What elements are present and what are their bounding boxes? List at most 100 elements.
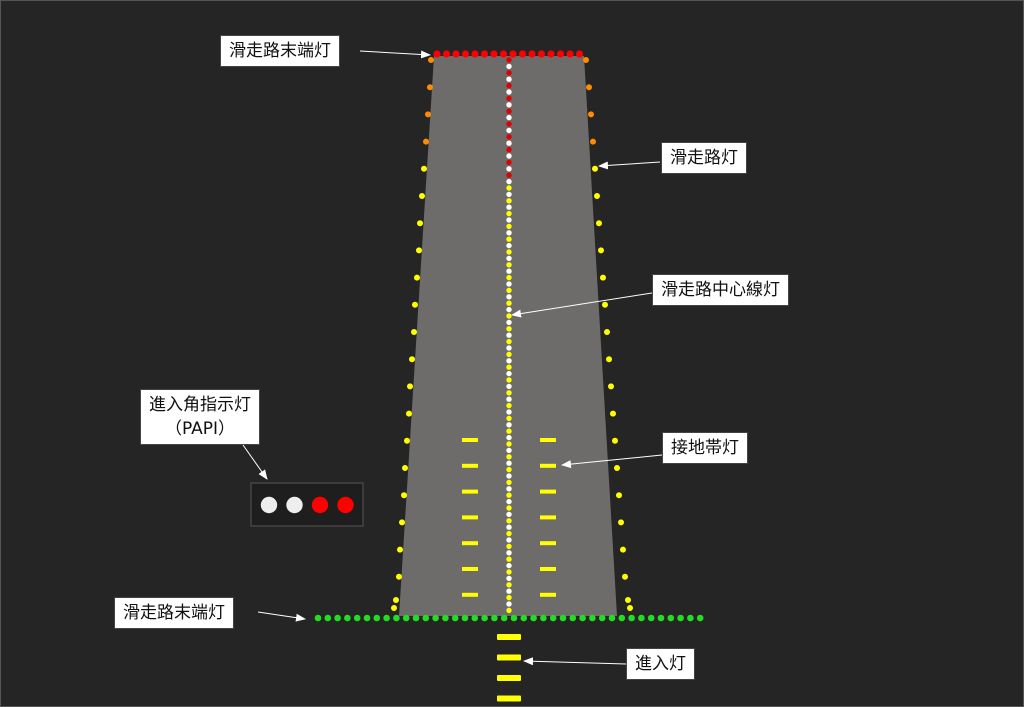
centerline-light [506, 82, 512, 89]
label-threshold-bottom: 滑走路末端灯 [114, 597, 234, 629]
threshold-light [500, 614, 508, 622]
papi-unit [250, 482, 364, 527]
runway-end-light [433, 50, 441, 58]
centerline-light [506, 210, 512, 217]
threshold-light [402, 614, 410, 622]
centerline-light [506, 230, 512, 236]
centerline-light [506, 287, 512, 294]
centerline-light [506, 377, 512, 383]
papi-light [337, 496, 354, 514]
threshold-light [461, 614, 469, 622]
runway-edge-light [396, 573, 402, 580]
threshold-light [412, 614, 420, 622]
touchdown-zone-bar [540, 515, 556, 520]
runway-edge-light [608, 383, 614, 390]
threshold-light [471, 614, 479, 622]
threshold-light [549, 614, 557, 622]
label-papi: 進入角指示灯 （PAPI） [140, 389, 260, 445]
label-papi-line2: （PAPI） [164, 419, 236, 439]
runway-edge-light [616, 492, 622, 499]
runway-edge-light [604, 329, 610, 335]
centerline-light [506, 351, 512, 358]
runway-edge-light [606, 356, 612, 363]
runway-edge-light [598, 247, 604, 254]
centerline-light [506, 326, 512, 332]
threshold-light [559, 614, 567, 622]
runway-edge-light [622, 573, 628, 580]
approach-light-bar [497, 654, 521, 661]
callout-arrow [598, 161, 661, 170]
touchdown-zone-bar [462, 489, 478, 494]
runway-edge-light [610, 410, 616, 417]
centerline-light [506, 178, 512, 185]
touchdown-zone-bar [462, 592, 478, 597]
centerline-light [506, 537, 512, 543]
approach-light-bar [497, 634, 521, 640]
threshold-light [687, 614, 694, 622]
runway-end-light [490, 50, 498, 58]
centerline-light [506, 588, 512, 594]
label-papi-line1: 進入角指示灯 [149, 395, 251, 415]
centerline-light [506, 383, 512, 390]
touchdown-zone-bar [540, 592, 556, 597]
label-centerline-lights: 滑走路中心線灯 [652, 274, 789, 306]
centerline-light [506, 556, 512, 562]
centerline-light [506, 498, 512, 505]
label-approach-lights: 進入灯 [626, 648, 695, 680]
threshold-light [324, 614, 332, 622]
threshold-light [589, 614, 596, 622]
centerline-light [506, 76, 512, 82]
threshold-light [334, 614, 341, 622]
centerline-light [506, 543, 512, 550]
threshold-light [344, 614, 351, 622]
centerline-light [506, 204, 512, 210]
papi-light [311, 496, 329, 514]
centerline-light [506, 217, 512, 223]
centerline-light [506, 249, 512, 255]
centerline-light [506, 575, 512, 582]
runway-end-light [518, 50, 527, 58]
centerline-light [506, 358, 512, 364]
centerline-light [506, 255, 512, 262]
centerline-light [506, 236, 512, 242]
threshold-light [383, 614, 390, 622]
runway-edge-light [596, 220, 602, 227]
centerline-light [506, 524, 512, 530]
touchdown-zone-bar [462, 567, 478, 571]
papi-light [260, 496, 278, 514]
touchdown-zone-bar [462, 438, 478, 442]
runway-edge-light [618, 519, 624, 526]
runway-edge-light [411, 329, 417, 335]
centerline-light [506, 332, 512, 338]
centerline-light [506, 466, 512, 473]
touchdown-zone-bar [462, 463, 478, 468]
centerline-light [506, 198, 512, 204]
centerline-light [506, 313, 512, 319]
touchdown-zone-bar [540, 567, 556, 571]
threshold-light [540, 614, 547, 622]
runway-edge-light [423, 138, 429, 145]
threshold-light [598, 614, 606, 622]
runway-edge-light [627, 605, 633, 611]
centerline-light [506, 454, 512, 460]
centerline-light [506, 127, 512, 134]
centerline-light [506, 63, 512, 70]
centerline-light [506, 409, 512, 415]
threshold-light [520, 614, 528, 622]
threshold-light [696, 614, 704, 622]
centerline-light [506, 607, 512, 614]
runway-edge-light [425, 111, 431, 118]
runway-end-light [528, 50, 536, 58]
centerline-light [506, 486, 512, 492]
centerline-light [506, 518, 512, 524]
centerline-light [506, 108, 512, 114]
touchdown-zone-bar [540, 541, 556, 546]
threshold-light [432, 614, 439, 622]
runway-edge-light [412, 301, 418, 308]
threshold-light [677, 614, 684, 622]
runway-end-light [461, 50, 470, 58]
touchdown-zone-bar [540, 463, 556, 468]
runway-lights [314, 50, 704, 702]
runway-edge-light [399, 519, 405, 526]
runway-edge-light [586, 84, 592, 91]
